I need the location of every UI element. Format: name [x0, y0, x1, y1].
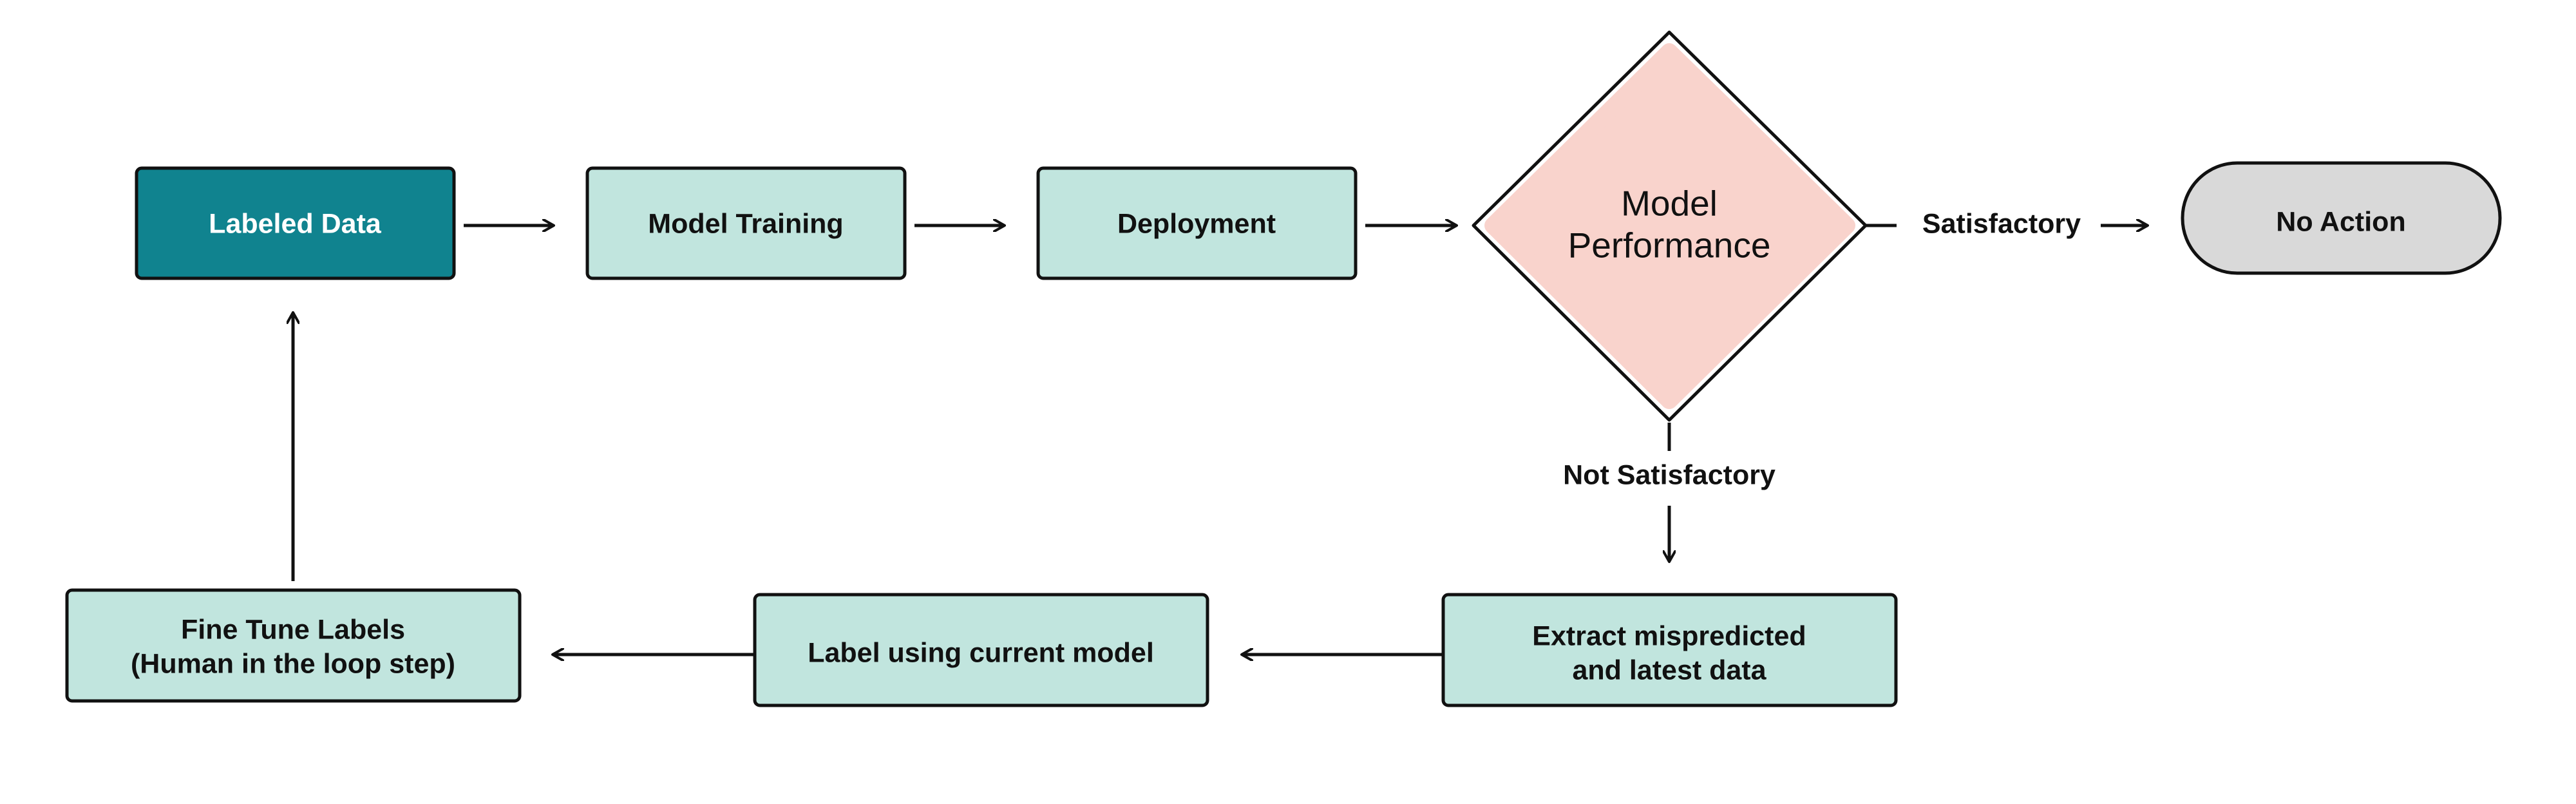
model-performance-label: Model — [1621, 184, 1718, 224]
deployment-label: Deployment — [1117, 208, 1276, 239]
label-current-model-node: Label using current model — [753, 593, 1209, 707]
no-action-node: No Action — [2181, 161, 2502, 275]
not-satisfactory-label: Not Satisfactory — [1563, 459, 1776, 490]
model-training-label: Model Training — [648, 208, 843, 239]
labeled-data-label: Labeled Data — [209, 208, 382, 239]
fine-tune-label: Fine Tune Labels — [181, 614, 405, 645]
labeled-data-node: Labeled Data — [135, 166, 456, 280]
label-current-model-label: Label using current model — [808, 637, 1154, 668]
satisfactory-label: Satisfactory — [1922, 208, 2081, 239]
fine-tune-node: Fine Tune Labels (Human in the loop step… — [65, 588, 522, 703]
extract-label: Extract mispredicted — [1532, 620, 1806, 651]
extract-node: Extract mispredicted and latest data — [1441, 593, 1898, 707]
model-performance-label-line-2: Performance — [1568, 225, 1771, 265]
model-performance-decision: Model Performance — [1472, 30, 1868, 422]
fine-tune-label-line-2: (Human in the loop step) — [131, 648, 455, 679]
extract-label-line-2: and latest data — [1572, 655, 1766, 685]
model-training-node: Model Training — [585, 166, 907, 280]
no-action-label: No Action — [2276, 206, 2405, 237]
deployment-node: Deployment — [1036, 166, 1358, 280]
